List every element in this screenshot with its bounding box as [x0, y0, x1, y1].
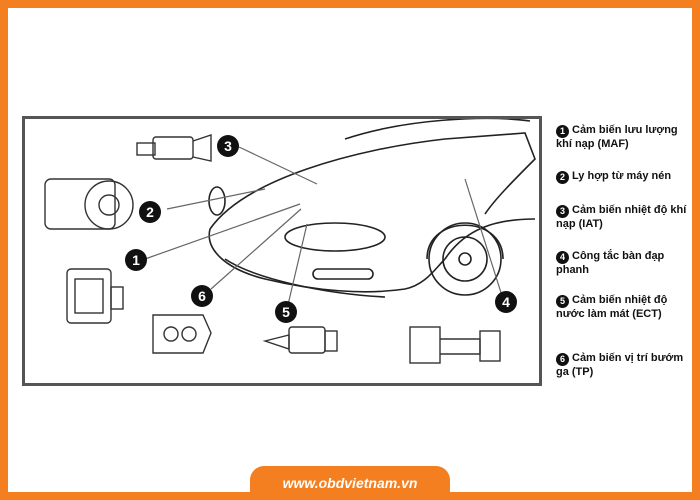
callout-5: 5	[275, 301, 297, 323]
legend-num-3: 3	[556, 205, 569, 218]
legend-num-5: 5	[556, 295, 569, 308]
legend-label-3: Cảm biến nhiệt độ khí nạp (IAT)	[556, 204, 687, 230]
ect-sensor	[262, 326, 338, 354]
legend-label-4: Công tắc bàn đạp phanh	[556, 250, 665, 276]
car-wheel	[428, 222, 502, 296]
callout-1: 1	[125, 249, 147, 271]
legend-num-1: 1	[556, 125, 569, 138]
legend-label-2: Ly hợp từ máy nén	[572, 170, 672, 182]
brake-switch	[409, 326, 501, 364]
callout-3: 3	[217, 135, 239, 157]
footer-tab: www.obdvietnam.vn	[250, 466, 450, 500]
tp-sensor	[152, 314, 212, 354]
legend-label-1: Cảm biến lưu lượng khí nạp (MAF)	[556, 124, 678, 150]
legend-num-6: 6	[556, 353, 569, 366]
maf-sensor	[66, 268, 124, 324]
callout-6: 6	[191, 285, 213, 307]
car-diagram	[44, 119, 536, 364]
car-windshield	[344, 119, 531, 140]
footer-url[interactable]: www.obdvietnam.vn	[282, 475, 418, 491]
car-hood	[209, 132, 536, 230]
car-fog-light	[312, 268, 374, 280]
car-front-bumper	[208, 228, 446, 293]
callout-2: 2	[139, 201, 161, 223]
legend-label-5: Cảm biến nhiệt độ nước làm mát (ECT)	[556, 294, 668, 320]
legend-num-4: 4	[556, 251, 569, 264]
car-headlight	[284, 222, 386, 252]
callout-4: 4	[495, 291, 517, 313]
diagram-box: 1 2 3 4 5 6	[22, 116, 542, 386]
compressor-clutch	[44, 178, 134, 230]
iat-sensor	[136, 134, 212, 162]
legend-num-2: 2	[556, 171, 569, 184]
legend-label-6: Cảm biến vị trí bướm ga (TP)	[556, 352, 684, 378]
